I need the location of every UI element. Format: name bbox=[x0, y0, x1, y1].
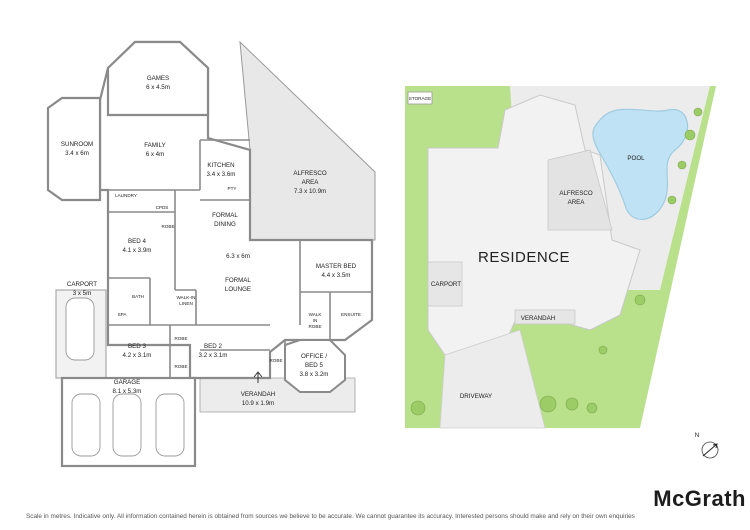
site-plan: STORAGE RESIDENCE POOL ALFRESCO AREA CAR… bbox=[405, 86, 719, 459]
family-label: FAMILY bbox=[144, 142, 166, 149]
kitchen-size: 3.4 x 3.6m bbox=[207, 171, 236, 178]
garage-label: GARAGE bbox=[114, 379, 140, 386]
walk-in-robe-label-2: IN bbox=[313, 318, 318, 323]
alfresco-label: ALFRESCO bbox=[293, 170, 327, 177]
car-carport bbox=[65, 297, 95, 361]
car-garage-1 bbox=[71, 393, 101, 457]
trees bbox=[410, 107, 703, 416]
ensuite-label: ENSUITE bbox=[341, 312, 361, 317]
tree bbox=[586, 402, 598, 414]
office-bay bbox=[284, 339, 346, 393]
cars bbox=[65, 297, 185, 457]
office-size: 3.8 x 3.2m bbox=[300, 371, 329, 378]
tree bbox=[693, 107, 703, 117]
bed4-size: 4.1 x 3.9m bbox=[123, 247, 152, 254]
brand-logo: McGrath bbox=[653, 486, 746, 511]
formal-lounge-label: FORMAL bbox=[225, 277, 251, 284]
master-bed-size: 4.4 x 3.5m bbox=[322, 272, 351, 279]
family-size: 6 x 4m bbox=[146, 151, 165, 158]
games-size: 6 x 4.5m bbox=[146, 84, 170, 91]
robe-a-label: ROBE bbox=[161, 224, 174, 229]
kitchen-label: KITCHEN bbox=[207, 162, 234, 169]
car-garage-2 bbox=[112, 393, 142, 457]
tree bbox=[565, 397, 579, 411]
verandah-label: VERANDAH bbox=[241, 391, 275, 398]
master-bed-label: MASTER BED bbox=[316, 263, 357, 270]
walk-in-robe-label: WALK bbox=[309, 312, 323, 317]
car-garage-3 bbox=[155, 393, 185, 457]
walk-in-linen-label-2: LINEN bbox=[179, 301, 193, 306]
residence-label: RESIDENCE bbox=[478, 249, 570, 266]
sunroom-size: 3.4 x 6m bbox=[65, 150, 89, 157]
garage-size: 8.1 x 5.3m bbox=[113, 388, 142, 395]
carport-size: 3 x 5m bbox=[73, 290, 92, 297]
pool bbox=[592, 108, 689, 220]
sunroom-label: SUNROOM bbox=[61, 141, 93, 148]
robe-b-label: ROBE bbox=[174, 336, 187, 341]
site-driveway bbox=[439, 329, 546, 429]
spa-label: SPA bbox=[118, 312, 128, 317]
tree bbox=[684, 129, 696, 141]
office-label: OFFICE / bbox=[301, 353, 327, 360]
sunroom bbox=[46, 96, 102, 202]
bed3-size: 4.2 x 3.1m bbox=[123, 352, 152, 359]
cpds-label: CPDS bbox=[156, 205, 169, 210]
robe-c-label: ROBE bbox=[174, 364, 187, 369]
alfresco-size: 7.3 x 10.9m bbox=[294, 188, 326, 195]
bed3-label: BED 3 bbox=[128, 343, 146, 350]
walk-in-linen-label: WALK-IN bbox=[177, 295, 196, 300]
pool-label: POOL bbox=[627, 155, 645, 162]
entry-arrow-icon bbox=[253, 371, 263, 383]
site-storage-label: STORAGE bbox=[409, 96, 431, 101]
tree bbox=[410, 400, 426, 416]
office-label-2: BED 5 bbox=[305, 362, 323, 369]
site-verandah-label: VERANDAH bbox=[521, 315, 555, 322]
site-carport-label: CARPORT bbox=[431, 281, 461, 288]
tree bbox=[677, 160, 687, 170]
formal-dining-label-2: DINING bbox=[214, 221, 236, 228]
bath-label: BATH bbox=[132, 294, 144, 299]
site-storage-box bbox=[407, 91, 433, 105]
formal-lounge-size: 6.3 x 6m bbox=[226, 253, 250, 260]
compass-label: N bbox=[695, 432, 699, 439]
site-alfresco-label: ALFRESCO bbox=[559, 190, 593, 197]
games-label: GAMES bbox=[147, 75, 169, 82]
laundry-label: LAUNDRY bbox=[115, 193, 137, 198]
tree bbox=[598, 345, 608, 355]
robe-d-label: ROBE bbox=[269, 358, 282, 363]
pty-label: PTY bbox=[228, 186, 237, 191]
formal-dining-label: FORMAL bbox=[212, 212, 238, 219]
alfresco-slab bbox=[239, 40, 376, 241]
tree bbox=[539, 395, 557, 413]
disclaimer-text: Scale in metres. Indicative only. All in… bbox=[26, 513, 635, 520]
site-verandah-area bbox=[514, 309, 576, 325]
walk-in-robe-label-3: ROBE bbox=[308, 324, 321, 329]
site-alfresco-label-2: AREA bbox=[568, 199, 586, 206]
site-carport-area bbox=[427, 261, 463, 307]
verandah-size: 10.9 x 1.9m bbox=[242, 400, 274, 407]
bed2-label: BED 2 bbox=[204, 343, 222, 350]
site-driveway-label: DRIVEWAY bbox=[460, 393, 492, 400]
interior-walls bbox=[108, 114, 372, 378]
compass-icon: N bbox=[695, 432, 719, 459]
alfresco-label-2: AREA bbox=[302, 179, 320, 186]
bed4-label: BED 4 bbox=[128, 238, 146, 245]
bed2-size: 3.2 x 3.1m bbox=[199, 352, 228, 359]
tree bbox=[634, 294, 646, 306]
tree bbox=[667, 195, 677, 205]
formal-lounge-label-2: LOUNGE bbox=[225, 286, 251, 293]
carport-label: CARPORT bbox=[67, 281, 97, 288]
site-alfresco bbox=[547, 149, 613, 231]
floor-plan: GAMES 6 x 4.5m SUNROOM 3.4 x 6m FAMILY 6… bbox=[46, 40, 376, 468]
